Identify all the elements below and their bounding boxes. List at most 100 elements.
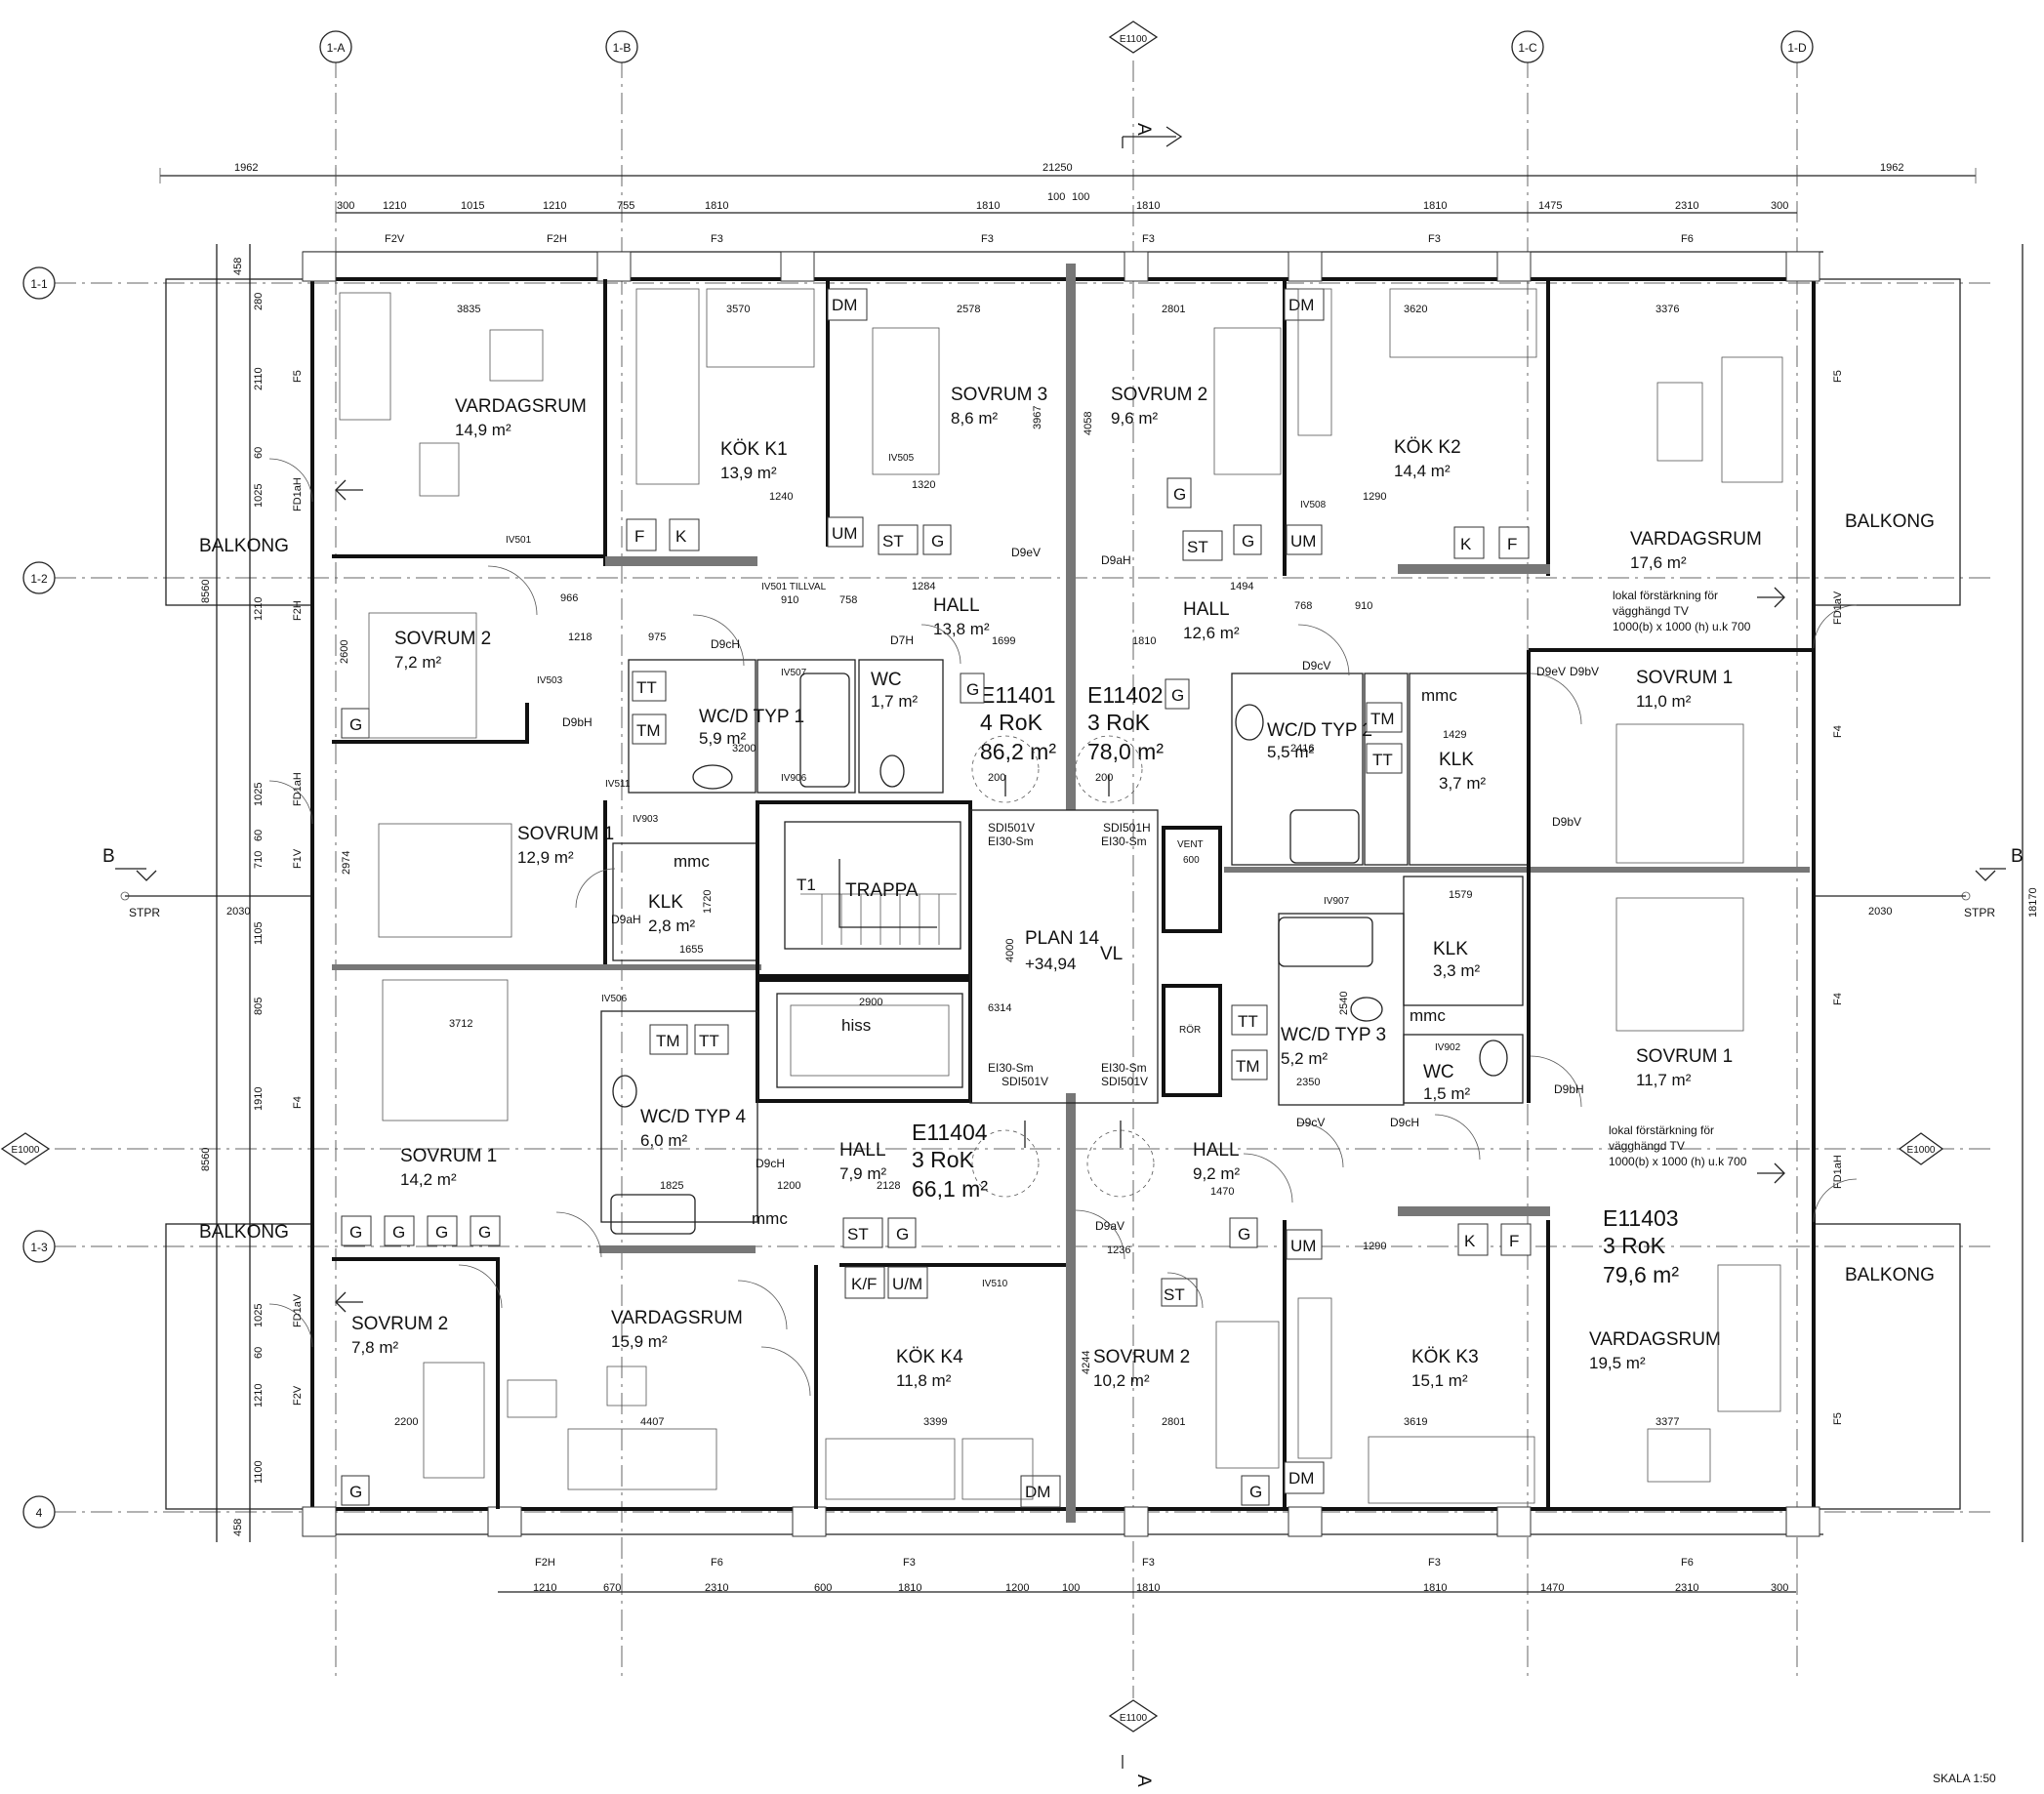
room-area: 13,9 m² [720,464,777,482]
dim-label: 2200 [394,1416,418,1428]
dim-label: 805 [253,998,265,1015]
fixture-label: DM [1288,296,1314,314]
dim-label: 2540 [1338,992,1350,1015]
fixture-label: TT [699,1032,719,1050]
dim-label: 3712 [449,1018,472,1030]
dim-label: 1475 [1538,200,1562,212]
dim-label: 4407 [640,1416,664,1428]
dim-label: 1236 [1107,1244,1130,1256]
room-area: 7,9 m² [839,1164,887,1183]
st-box: ST [842,1217,883,1248]
wall-tag: IV501 [506,535,532,546]
plan-label: PLAN 14 [1025,928,1099,949]
fixture-label: DM [1025,1483,1050,1501]
freezer-box: K [1453,526,1485,559]
room-wcd-typ-3: WC/D TYP 35,2 m² [1281,1025,1386,1068]
um-box: U/M [887,1266,928,1299]
room-area: 11,8 m² [896,1371,952,1390]
door-tag: D9cH [756,1157,785,1170]
fixture-label: UM [1290,1237,1316,1255]
scale-label: SKALA 1:50 [1933,1772,1996,1785]
tv-note-line: vägghängd TV [1609,1139,1685,1153]
window-type: FD1aV [292,1293,304,1327]
door-tags: D9cH D7H D9eV D9aH D9cV D9bV D9bH D9cH D… [562,546,1599,1233]
dim-label: 2801 [1162,1416,1185,1428]
fire-tag: EI30-Sm [988,1061,1034,1075]
fixture-label: UM [1290,532,1316,550]
fixture-label: K/F [851,1275,877,1293]
grid-label: 1-A [327,41,346,55]
fire-tags: SDI501V EI30-Sm SDI501H EI30-Sm EI30-Sm … [988,821,1151,1088]
dim-label: 1025 [253,783,265,806]
fixture-label: TM [1370,710,1395,728]
g-box: G [1165,678,1190,710]
fixture-label: UM [832,524,857,543]
g-box: G [960,673,985,704]
dim-label: 710 [253,851,265,869]
dim-label: 3399 [923,1416,947,1428]
g-box: G [1229,1217,1258,1248]
dim-label: 1240 [769,491,793,503]
stair-and-lift: T1 TRAPPA hiss VL VENT 600 RÖR PLAN 14 +… [776,821,1204,1088]
wall-tags: IV501 IV501 TILLVAL IV503 IV505 IV506 IV… [506,453,1461,1289]
section-marker-e1100-bottom: E1100 [1108,1699,1159,1733]
tv-note-line: lokal förstärkning för [1609,1123,1714,1137]
dim-label: 3200 [732,743,756,754]
tv-note-line: lokal förstärkning för [1613,589,1718,602]
dim-label: 1210 [533,1582,556,1594]
dim-label: 100 [1062,1582,1080,1594]
dimension-right: 18170 [2022,244,2039,1542]
grid-bubble-1d: 1-D [1780,30,1814,63]
room-sovrum-1-e: SOVRUM 111,7 m² [1636,1046,1733,1089]
dm-box: DM [827,288,868,321]
section-label: E1100 [1120,1713,1148,1724]
dim-label: 2310 [1675,1582,1698,1594]
dim-label: 1284 [912,581,935,592]
door-tag: D9bV [1552,815,1581,829]
window-type: F6 [1681,233,1694,245]
fixture-label: G [478,1223,491,1242]
tm-box: TM [1231,1049,1268,1080]
room-area: 1,7 m² [871,692,919,711]
dimension-top-chain: 300 1210 1015 1210 755 1810 1810 100 100… [336,191,1797,214]
dm-box: DM [1020,1475,1061,1508]
dim-label: 1962 [234,162,258,174]
room-sovrum-1-sw: SOVRUM 114,2 m² [400,1146,497,1189]
dim-label: 4058 [1083,412,1094,435]
dim-label: 300 [1771,1582,1788,1594]
room-area: 14,9 m² [455,421,511,439]
room-name: VARDAGSRUM [611,1308,743,1328]
door-tag: D7H [890,633,914,647]
access-arrows [335,479,1785,1313]
fixture-label: TT [1372,751,1393,769]
dim-label: 1105 [253,921,265,945]
room-name: WC/D TYP 4 [640,1107,746,1127]
stpr-label: STPR [1964,906,1995,919]
wall-tag: IV510 [982,1279,1008,1289]
grid-label: 1-B [613,41,632,55]
room-area: 8,6 m² [951,409,999,428]
room-name: SOVRUM 1 [1636,1046,1733,1067]
dim-label: 60 [253,447,265,459]
apartment-area: 78,0 m² [1087,739,1164,764]
fire-tag: SDI501V [988,821,1035,835]
room-wcd-typ-4: WC/D TYP 46,0 m² [640,1107,746,1150]
g-box: G [1233,524,1262,555]
stpr-label: STPR [129,906,160,919]
dim-label: 2900 [859,997,882,1008]
apartment-e11402: E11402 3 RoK 78,0 m² [1087,682,1164,764]
room-name: WC/D TYP 2 [1267,720,1372,741]
g-box: G [427,1215,458,1246]
door-tag: D9cH [1390,1116,1419,1129]
room-name: KLK [648,892,683,913]
fixture-label: ST [1187,538,1208,556]
room-wcd-typ-2: WC/D TYP 25,5 m² [1267,720,1372,761]
